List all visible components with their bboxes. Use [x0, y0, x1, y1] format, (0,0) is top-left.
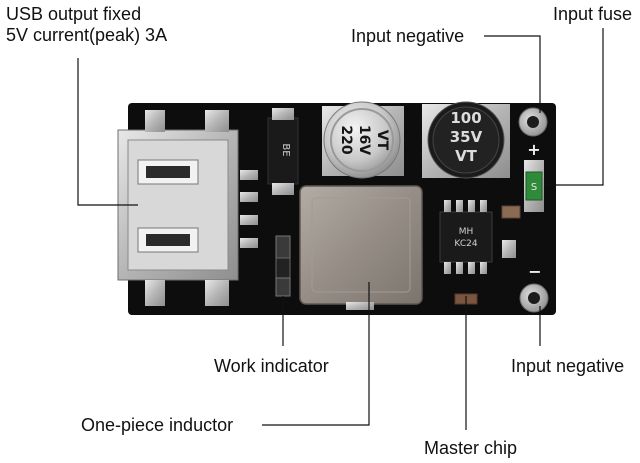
chip-line2: KC24 — [454, 239, 477, 249]
cap-small-line2: 16V — [356, 125, 372, 155]
leader-inductor — [262, 282, 370, 426]
cap-small-line3: 220 — [338, 125, 354, 154]
input-pad-negative — [519, 283, 549, 313]
plus-sign: + — [527, 140, 540, 159]
diode-mark: BE — [280, 143, 291, 156]
label-one-piece-inductor: One-piece inductor — [81, 415, 234, 435]
label-input-negative-bottom: Input negative — [511, 356, 625, 376]
cap-large-line1: 100 — [450, 109, 481, 127]
capacitor-large: 100 35V VT — [422, 101, 510, 179]
leader-input-fuse — [544, 28, 604, 186]
label-input-fuse: Input fuse — [553, 4, 633, 24]
capacitor-small: VT 16V 220 — [322, 101, 404, 179]
cap-large-line3: VT — [455, 147, 478, 165]
master-chip: MH KC24 — [439, 200, 493, 274]
label-input-negative-top: Input negative — [351, 26, 465, 46]
usb-pin-pads — [240, 170, 258, 248]
inductor — [299, 185, 423, 310]
label-work-indicator: Work indicator — [214, 356, 329, 376]
fuse: S — [524, 160, 544, 212]
label-master-chip: Master chip — [424, 438, 518, 458]
leader-usb — [77, 58, 138, 206]
cap-small-line1: VT — [374, 130, 390, 151]
input-pad-positive — [518, 107, 548, 137]
work-indicator-led — [275, 235, 291, 297]
minus-sign: − — [528, 262, 541, 281]
chip-line1: MH — [459, 227, 474, 237]
diode: BE — [267, 108, 299, 195]
cap-large-line2: 35V — [450, 128, 483, 146]
label-usb-output-line1: USB output fixed — [6, 4, 142, 24]
label-usb-output-line2: 5V current(peak) 3A — [6, 25, 168, 45]
usb-port — [117, 110, 239, 306]
svg-text:S: S — [531, 182, 537, 193]
leader-input-negative-top — [484, 35, 541, 113]
